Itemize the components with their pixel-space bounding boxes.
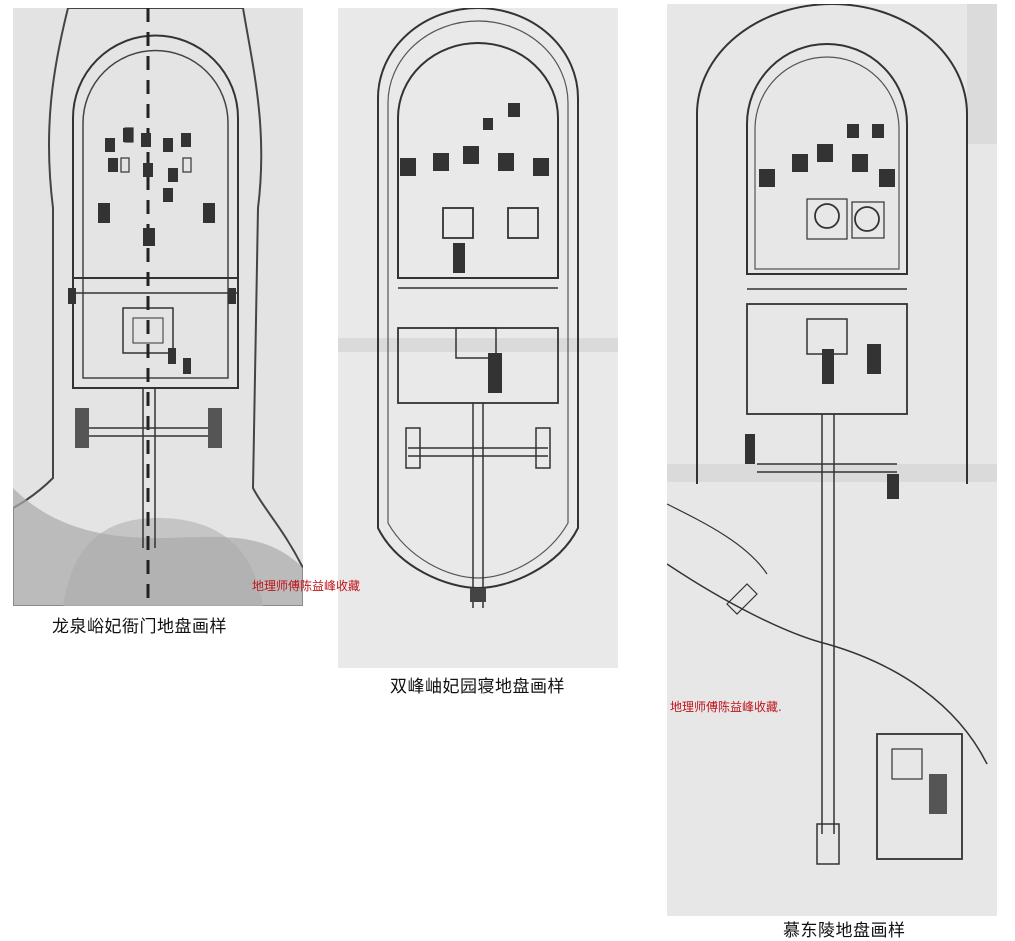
plan-image-longquanyu xyxy=(13,8,303,606)
plan-image-shuangfengxiu xyxy=(338,8,618,668)
plan-image-mudongling xyxy=(667,4,997,916)
caption-shuangfengxiu: 双峰岫妃园寝地盘画样 xyxy=(390,677,565,697)
plan-drawing-shuangfengxiu xyxy=(338,8,618,668)
plan-drawing-mudongling xyxy=(667,4,997,916)
caption-mudongling: 慕东陵地盘画样 xyxy=(783,921,906,941)
plan-drawing-longquanyu xyxy=(13,8,303,606)
watermark-text: 地理师傅陈益峰收藏 xyxy=(252,579,361,593)
caption-longquanyu: 龙泉峪妃衙门地盘画样 xyxy=(52,617,227,637)
watermark-text: 地理师傅陈益峰收藏. xyxy=(670,700,782,714)
